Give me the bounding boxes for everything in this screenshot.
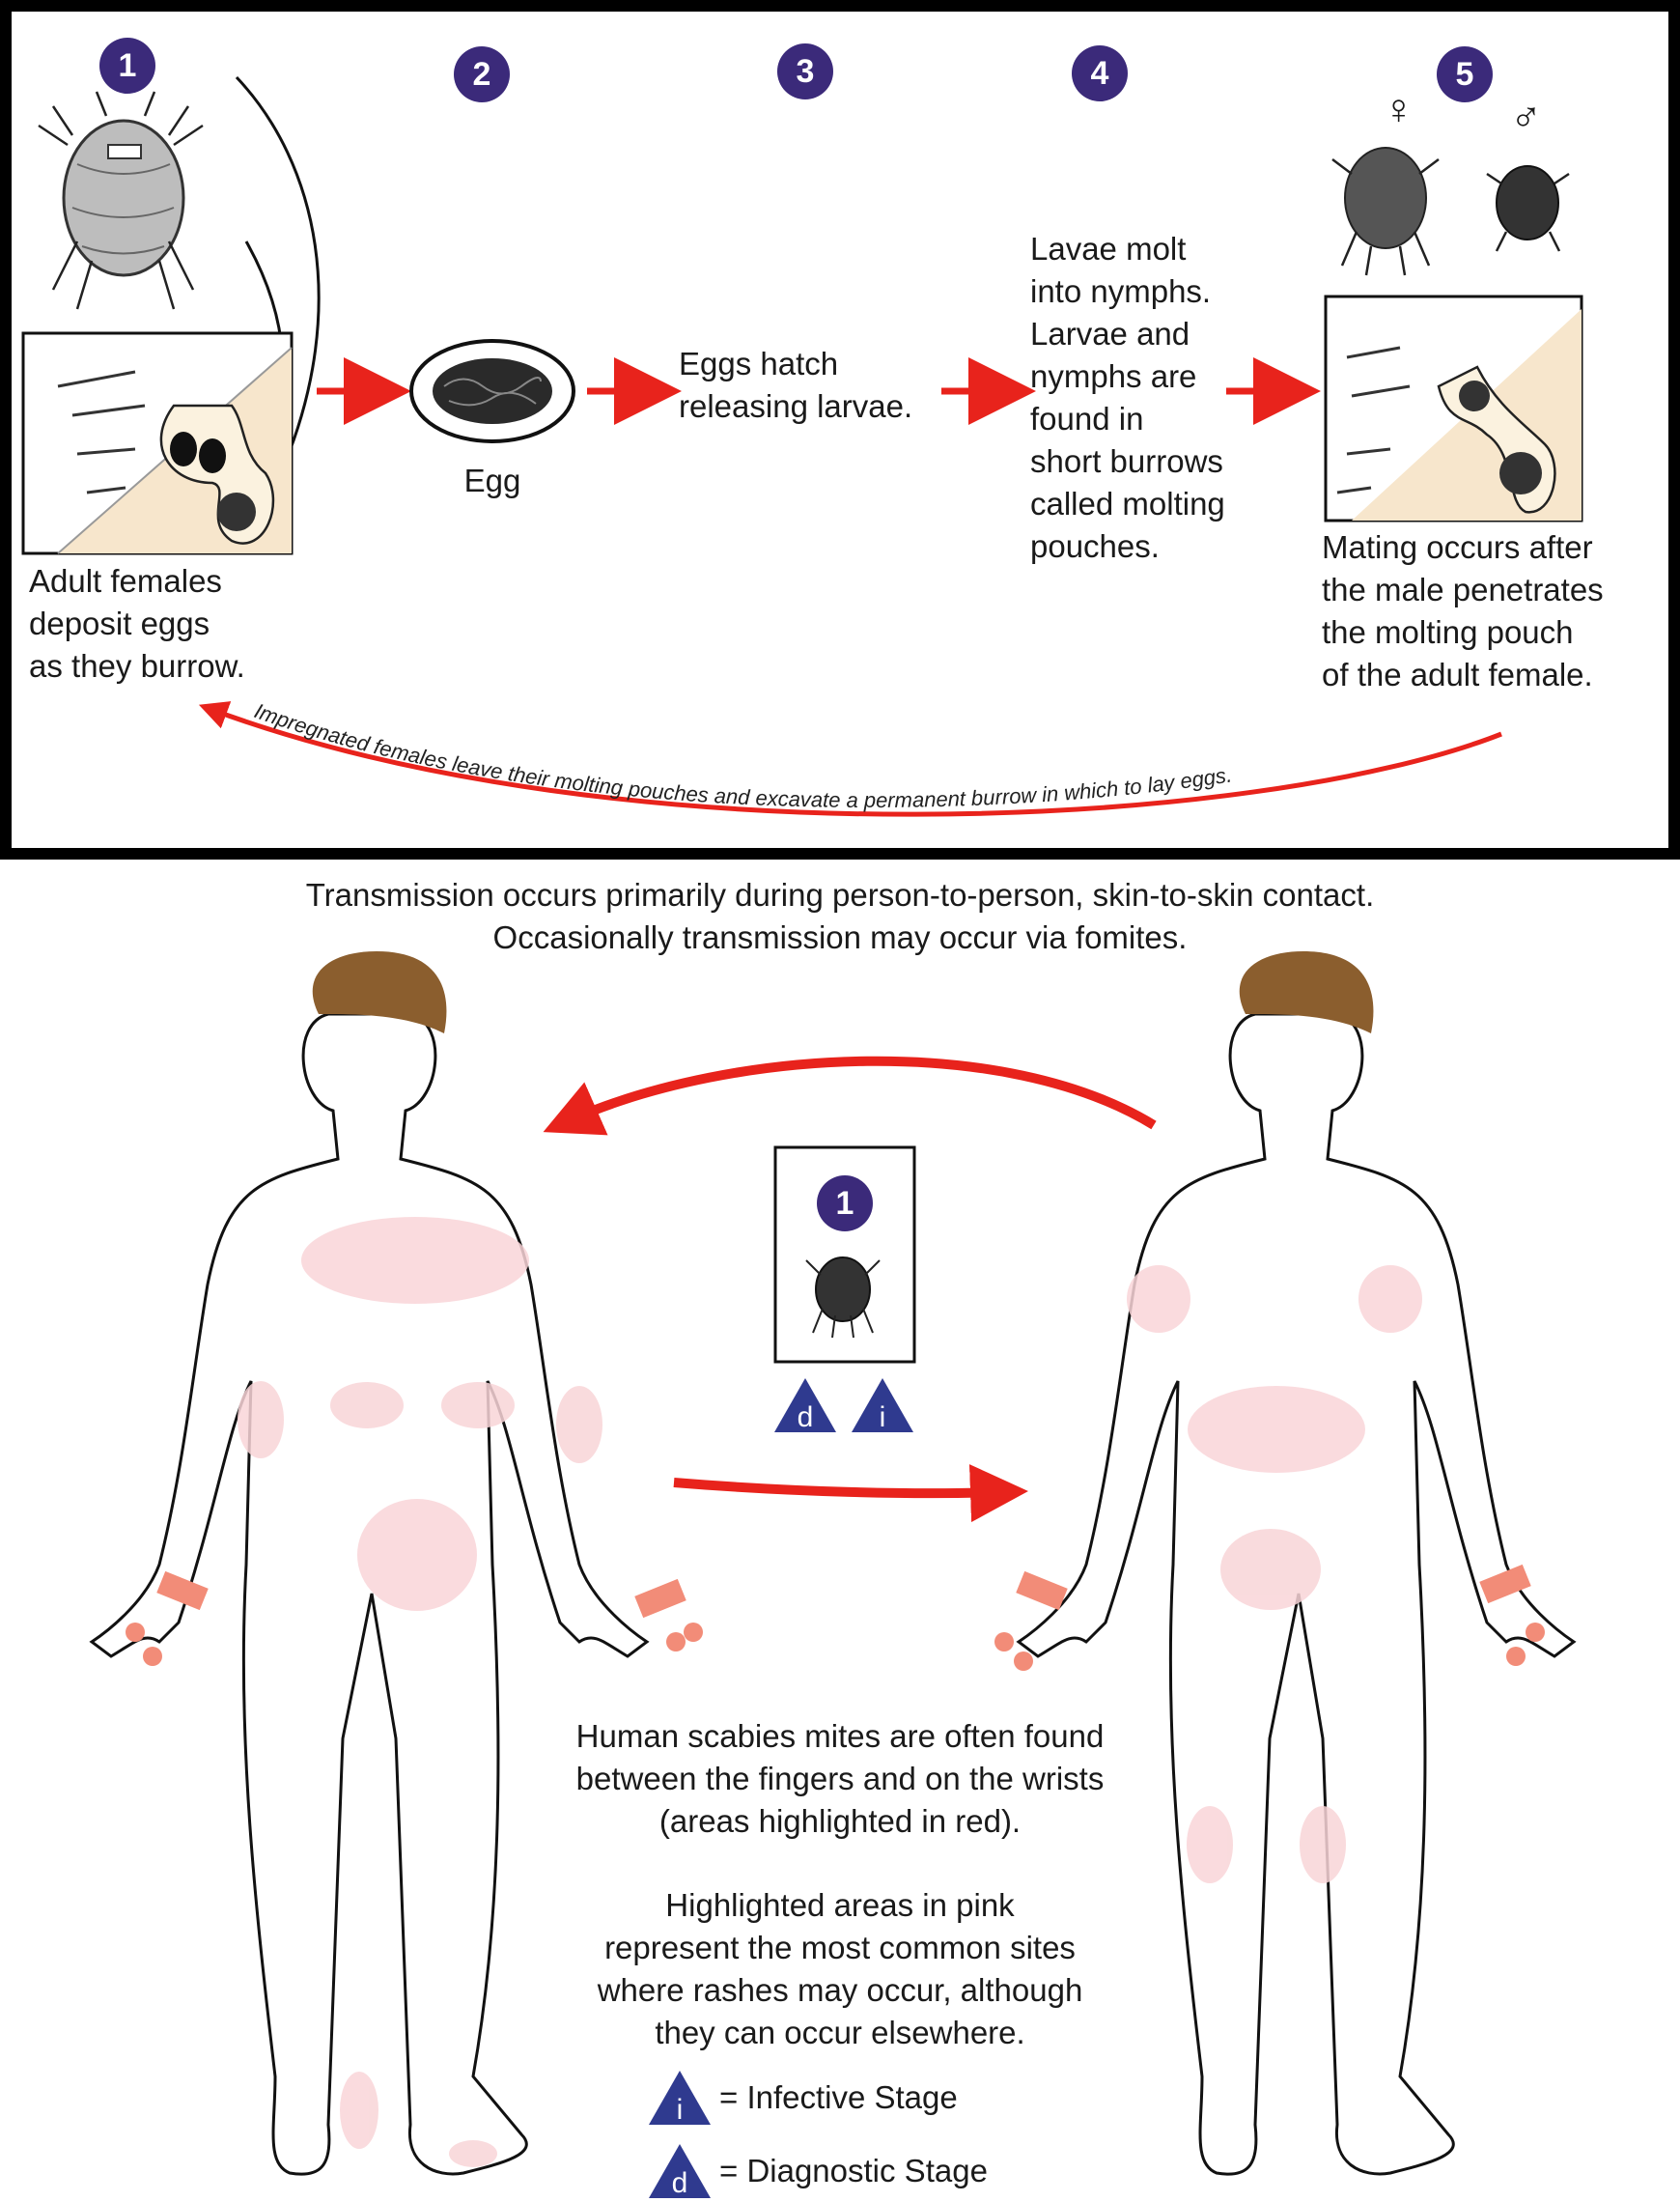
stage-1-caption: Adult females deposit eggs as they burro… xyxy=(29,563,245,684)
stage-3-badge: 3 xyxy=(777,43,833,99)
svg-text:i: i xyxy=(677,2094,684,2126)
center-box-badge: 1 xyxy=(817,1175,873,1231)
stage-5-badge: 5 xyxy=(1437,46,1493,102)
stage-5-male-mite xyxy=(1486,165,1570,252)
legend-infective-marker: i xyxy=(649,2071,711,2126)
stage-2-egg-illustration xyxy=(409,339,575,443)
transmission-arrow-left-to-right xyxy=(673,1464,1028,1523)
transmission-arrow-right-to-left xyxy=(543,1056,1157,1136)
pink-areas-back xyxy=(238,1217,602,2167)
legend-diagnostic-label: = Diagnostic Stage xyxy=(719,2153,988,2188)
legend-infective-label: = Infective Stage xyxy=(719,2079,958,2115)
return-arrow xyxy=(198,701,1502,817)
stage-5-female-mite xyxy=(1331,147,1440,276)
stage-1-skin-burrow-box xyxy=(21,331,294,555)
male-symbol: ♂ xyxy=(1510,94,1542,141)
diagnostic-stage-marker: d xyxy=(774,1378,836,1433)
center-mite-illustration xyxy=(805,1256,881,1339)
stage-2-caption: Egg xyxy=(463,463,521,498)
stage-1-mite-illustration xyxy=(38,75,321,465)
pink-area-info-text: Highlighted areas in pink represent the … xyxy=(597,1887,1083,2050)
stage-2-badge: 2 xyxy=(454,46,510,102)
transmission-text: Transmission occurs primarily during per… xyxy=(305,877,1375,955)
red-area-info-text: Human scabies mites are often found betw… xyxy=(575,1718,1105,1839)
female-symbol: ♀ xyxy=(1383,86,1414,133)
left-hair xyxy=(312,951,447,1033)
infective-stage-marker: i xyxy=(852,1378,913,1433)
svg-text:d: d xyxy=(798,1401,814,1433)
svg-text:i: i xyxy=(880,1401,886,1433)
stage-4-caption: Lavae molt into nymphs. Larvae and nymph… xyxy=(1030,231,1225,564)
legend-diagnostic-marker: d xyxy=(649,2144,711,2199)
stage-4-badge: 4 xyxy=(1072,45,1128,101)
stage-1-badge: 1 xyxy=(99,38,155,94)
right-hair xyxy=(1239,951,1374,1033)
stage-5-skin-mating-box xyxy=(1324,295,1583,522)
red-areas xyxy=(126,1564,1545,1671)
stage-5-caption: Mating occurs after the male penetrates … xyxy=(1322,529,1604,692)
pink-areas-front xyxy=(1127,1265,1422,1883)
svg-text:d: d xyxy=(672,2167,688,2199)
stage-3-caption: Eggs hatch releasing larvae. xyxy=(679,346,913,424)
human-figure-back xyxy=(89,1012,650,2176)
